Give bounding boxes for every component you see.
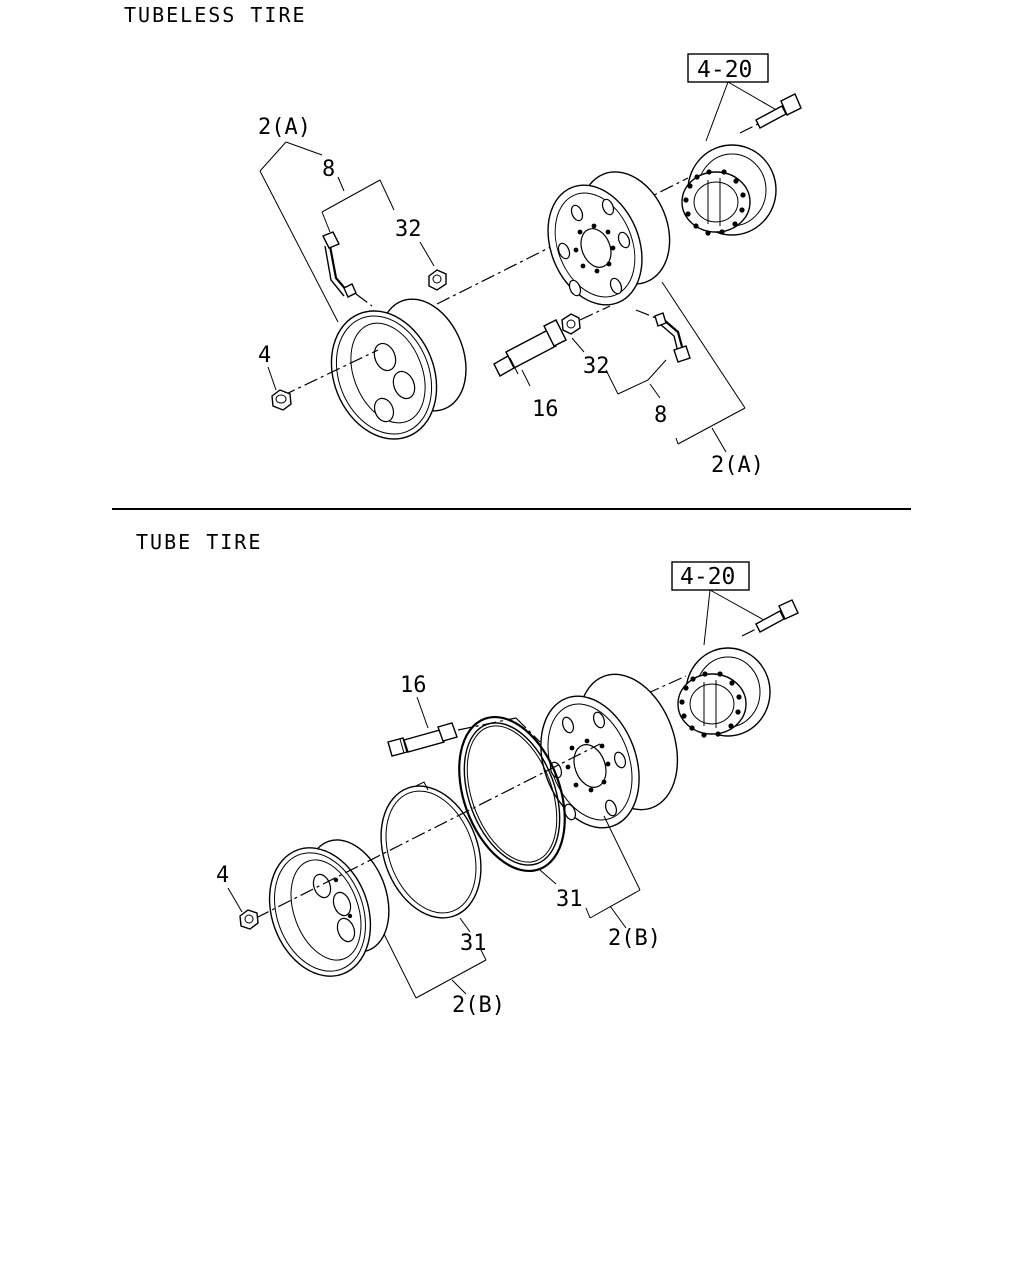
section-title-tube: TUBE TIRE <box>136 530 262 554</box>
ref-box-tubeless[interactable]: 4-20 <box>687 53 769 83</box>
label-valve-left-tubeless: 8 <box>322 157 335 182</box>
wheel-left-tubeless <box>330 298 467 440</box>
tube-assembly: 4-20 <box>216 561 799 1018</box>
label-flap-outer-tube: 31 <box>460 931 487 956</box>
wheel-right-tube <box>540 673 679 829</box>
flap-ring-outer <box>380 781 482 919</box>
hub-bolt-tubeless <box>739 93 802 134</box>
ref-box-tube[interactable]: 4-20 <box>671 561 750 591</box>
label-stud-tube: 16 <box>400 673 427 698</box>
ref-box-tube-label: 4-20 <box>680 564 735 590</box>
label-stud-tubeless: 16 <box>532 397 559 422</box>
stud-tube <box>387 717 541 757</box>
nut-cap-left <box>428 269 447 291</box>
label-hub-nut-tube: 4 <box>216 863 229 888</box>
hub-drum-tubeless <box>681 144 777 236</box>
label-wheel-assy-right-tube: 2(B) <box>608 926 661 951</box>
label-hub-nut-tubeless: 4 <box>258 343 271 368</box>
tubeless-assembly: 4-20 <box>258 53 802 478</box>
label-wheel-assy-left-tube: 2(B) <box>452 993 505 1018</box>
label-nut-cap-right-tubeless: 32 <box>583 354 610 379</box>
valve-stem-right <box>635 309 691 363</box>
label-wheel-assy-right-tubeless: 2(A) <box>711 453 764 478</box>
wheel-right-tubeless <box>547 171 671 306</box>
wheel-left-tube <box>268 839 390 977</box>
valve-stem-left <box>322 231 373 307</box>
hub-nut-tubeless <box>271 349 379 411</box>
hub-nut-tube <box>239 909 259 930</box>
hub-bolt-tube <box>741 599 799 637</box>
label-flap-inner-tube: 31 <box>556 887 583 912</box>
ref-box-tubeless-label: 4-20 <box>697 57 752 83</box>
nut-cap-right <box>561 305 611 335</box>
hub-drum-tube <box>677 647 771 738</box>
label-valve-right-tubeless: 8 <box>654 403 667 428</box>
label-nut-cap-left-tubeless: 32 <box>395 217 422 242</box>
section-title-tubeless: TUBELESS TIRE <box>124 3 307 27</box>
label-wheel-assy-left-tubeless: 2(A) <box>258 115 311 140</box>
